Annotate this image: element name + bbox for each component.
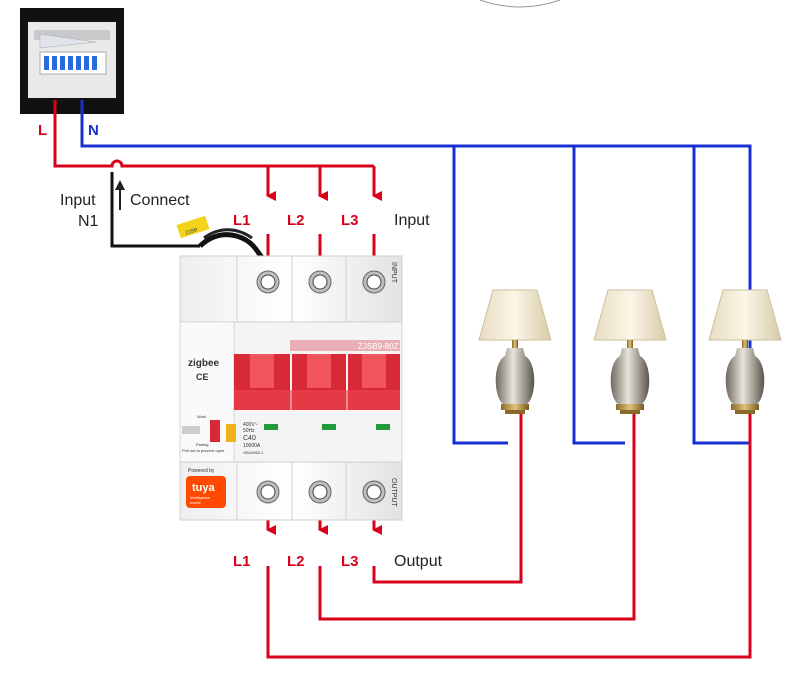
breaker-ce: CE [196,372,209,382]
tuya-wordmark: tuya [192,482,216,494]
spec-rating: C40 [243,435,256,442]
label-input-l3: L3 [341,212,359,229]
label-pairing: Pairing [196,442,208,447]
label-input-side: Input [394,212,430,229]
label-n1: N1 [78,213,99,230]
label-input-l1: L1 [233,212,251,229]
label-pull-note: Pull out to prevent open [182,448,224,453]
label-work: Work [197,414,206,419]
spec-frequency: 50Hz [243,428,255,434]
distribution-box-icon [20,8,124,114]
label-output-l3: L3 [341,553,359,570]
lamp-icon-3 [708,289,782,414]
n1-wire [110,172,200,248]
lamp-icon-2 [593,289,667,414]
n1-cable-icon [176,215,268,264]
breaker-output-vertical: OUTPUT [390,478,397,508]
label-n: N [88,122,99,139]
tuya-sub-2: Inside [190,500,201,505]
output-terminal-screws [256,480,386,504]
label-input: Input [60,192,96,209]
lamp-icon-1 [478,289,552,414]
work-indicator [210,420,220,442]
input-terminal-screws [256,270,386,294]
pairing-button[interactable] [226,424,236,442]
label-output-side: Output [394,553,443,570]
connect-arrow-icon [115,180,125,210]
tuya-sub-1: Intelligence [190,495,211,500]
neutral-wires [80,100,752,445]
breaker-brand: zigbee [188,358,220,369]
label-output-l2: L2 [287,553,305,570]
label-output-l1: L1 [233,553,251,570]
tuya-logo [186,476,226,508]
label-l: L [38,122,47,139]
smart-breaker [179,255,403,521]
label-powered-by: Powered by [188,468,215,474]
breaker-model: ZJSB9-80Z [358,342,399,351]
breaker-input-vertical: INPUT [390,262,397,284]
spec-standard: GB10963.1 [243,450,264,455]
line-feed-wires [53,100,382,201]
spec-capacity: 10000A [243,443,261,449]
label-connect: Connect [130,192,190,209]
label-input-l2: L2 [287,212,305,229]
decorative-arc [479,0,561,8]
cable-tag-text: ZJSB [185,227,199,237]
spec-voltage: 400V~ [243,422,258,428]
